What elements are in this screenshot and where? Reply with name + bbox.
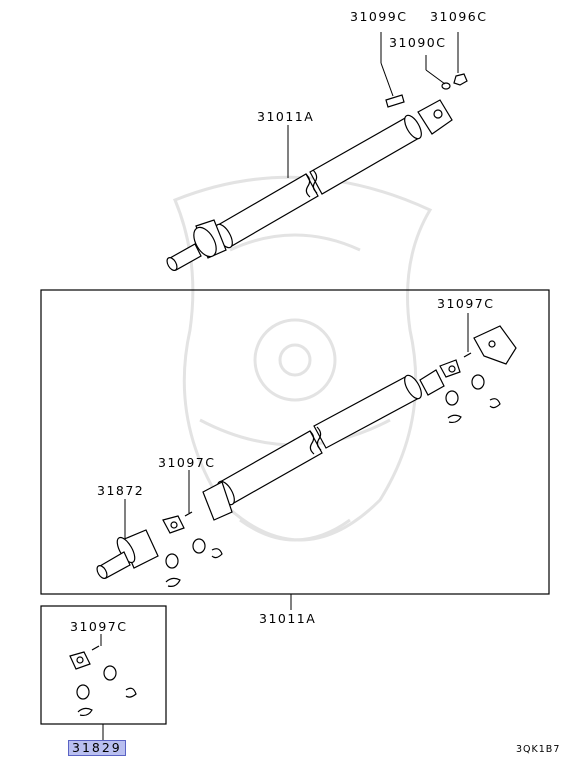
label-31011a-bottom: 31011A [259,611,317,626]
leader-lines-main [124,313,469,610]
label-31096c: 31096C [430,9,488,24]
label-31097c-rear: 31097C [437,296,495,311]
diagram-code: 3QK1B7 [516,744,561,755]
propeller-shaft-top [166,73,468,271]
label-31097c-kit: 31097C [70,619,128,634]
label-31099c: 31099C [350,9,408,24]
label-31872: 31872 [97,483,145,498]
leader-lines-kit [100,634,104,740]
universal-joint-kit [69,645,137,717]
label-31011a-top: 31011A [257,109,315,124]
label-31097c-front: 31097C [158,455,216,470]
label-31829-highlighted[interactable]: 31829 [68,740,126,756]
propeller-shaft-main [96,325,517,587]
label-31090c: 31090C [389,35,447,50]
assembly-box-main [40,289,550,595]
leader-lines-top [287,32,459,178]
